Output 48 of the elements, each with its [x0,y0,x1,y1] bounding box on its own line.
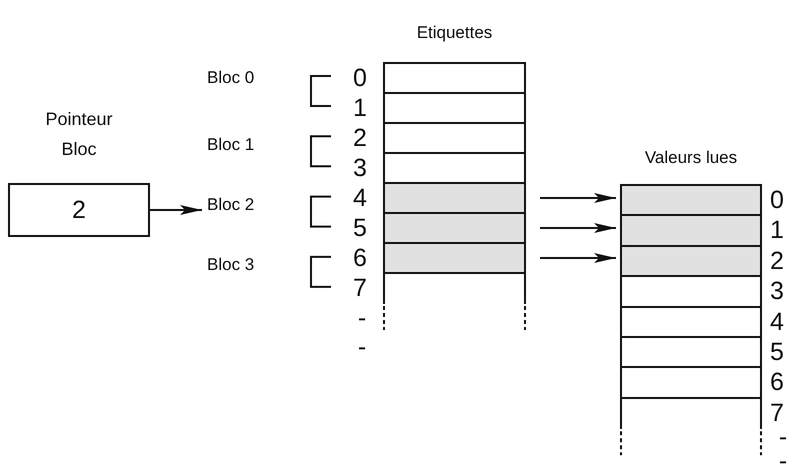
table-row [620,244,762,278]
table-row [620,336,762,368]
pointer-register: 2 [8,183,150,237]
row-index: 5 [769,340,785,364]
row-index: 3 [352,156,368,180]
arrow [150,205,202,215]
block-label: Bloc 1 [207,135,254,155]
row-index: 3 [769,279,785,304]
row-index: 5 [352,216,368,240]
table-row [620,275,762,308]
block-label: Bloc 2 [207,195,254,215]
continuation-mark: - [778,425,788,449]
row-index: 6 [769,370,785,394]
row-index: 0 [769,188,785,212]
table-row [383,212,526,244]
table-row [620,184,762,216]
table-row [383,122,526,154]
table-row [383,272,526,304]
row-index: 2 [352,126,368,150]
continuation-mark: - [778,449,788,467]
continuation-mark: - [356,306,368,330]
table-row [620,396,762,430]
register-heading: Pointeur Bloc [44,108,114,161]
table-row [383,182,526,214]
arrow [540,253,616,263]
row-index: 2 [769,248,785,273]
row-index: 7 [769,400,785,425]
arrow [540,193,616,203]
table-row [383,62,526,94]
table-row [620,366,762,399]
arrow [540,223,616,233]
block-label: Bloc 3 [207,255,254,275]
column-heading: Etiquettes [416,22,494,44]
continuation-mark: - [356,335,368,359]
column-heading: Valeurs lues [644,147,738,169]
row-index: 4 [352,186,368,210]
table-row [620,214,762,247]
table-row [383,152,526,184]
table-row [383,92,526,124]
block-label: Bloc 0 [207,68,254,88]
row-index: 1 [769,218,785,242]
table-row [383,242,526,274]
row-index: 4 [769,310,785,334]
row-index: 7 [352,276,368,300]
row-index: 6 [352,246,368,270]
table-row [620,306,762,338]
row-index: 0 [352,66,368,90]
row-index: 1 [352,96,368,120]
